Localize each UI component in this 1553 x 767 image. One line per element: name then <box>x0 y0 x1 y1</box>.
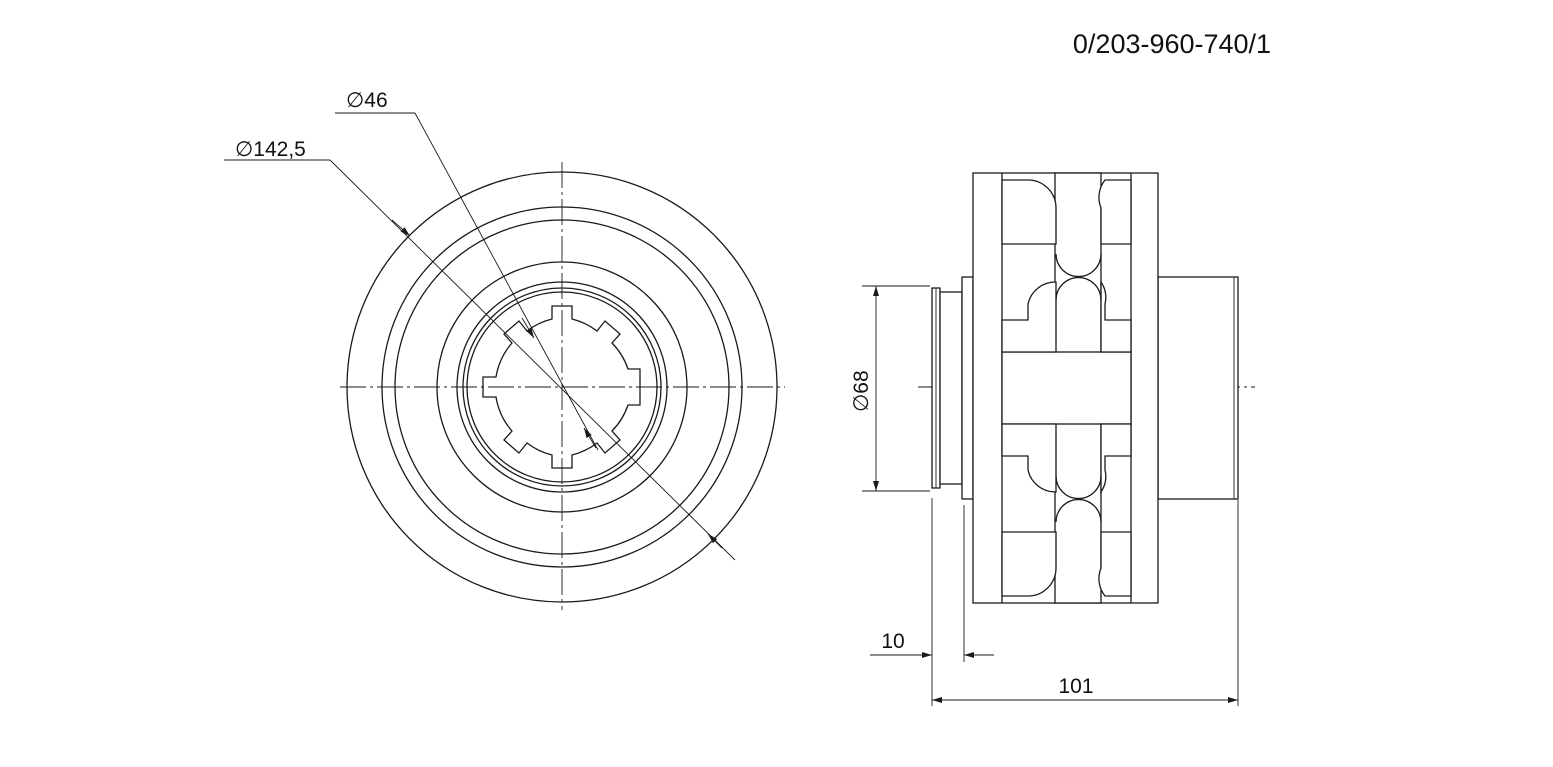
outer-diameter-value: 142,5 <box>253 138 306 161</box>
bore-diameter-dimension-line <box>414 112 599 451</box>
roller-pocket <box>1001 423 1057 493</box>
roller-pocket <box>1100 423 1132 495</box>
outer-rim-circle <box>346 171 778 603</box>
roller-pocket <box>1098 531 1132 597</box>
hub-inner-circle <box>466 291 658 483</box>
roller <box>1055 475 1102 500</box>
roller <box>1055 253 1102 278</box>
inner-shaft <box>1001 351 1132 425</box>
front-view: ∅142,5 ∅46 <box>224 89 785 610</box>
outer-diameter-arrow-bottom <box>707 533 723 549</box>
splined-bore <box>482 305 641 469</box>
roller-pocket <box>1001 179 1057 245</box>
roller-pocket <box>1098 179 1132 245</box>
diameter-symbol: ∅ <box>235 138 253 161</box>
roller-pocket <box>1001 531 1057 597</box>
hub-step-circle <box>436 261 688 513</box>
roller <box>1055 498 1102 523</box>
roller-pocket <box>1001 281 1057 353</box>
outer-diameter-dimension-line <box>329 159 736 561</box>
bore-diameter-arrow-bottom <box>583 427 597 449</box>
diameter-symbol: ∅ <box>850 394 873 412</box>
side-view: ∅68 10 101 <box>850 172 1255 706</box>
diameter-symbol: ∅ <box>346 89 364 112</box>
overall-length-label: 101 <box>1058 675 1093 698</box>
hub-chamfer-circle <box>462 287 662 487</box>
shoulder-ring <box>961 276 974 500</box>
rim-groove-circle <box>394 219 730 555</box>
outer-diameter-arrow-top <box>391 219 411 237</box>
bore-diameter-label: ∅46 <box>346 89 388 112</box>
roller <box>1055 276 1102 301</box>
roller-pocket <box>1100 279 1132 353</box>
bore-diameter-value: 46 <box>364 89 387 112</box>
right-hub <box>1157 276 1239 500</box>
outer-diameter-label: ∅142,5 <box>235 138 306 161</box>
offset-width-label: 10 <box>881 630 904 653</box>
shaft-end <box>939 291 963 485</box>
hub-outer-circle <box>456 281 668 493</box>
hub-diameter-label: ∅68 <box>850 370 873 412</box>
bore-diameter-arrow-top <box>521 317 535 339</box>
hub-diameter-value: 68 <box>850 370 873 393</box>
part-number: 0/203-960-740/1 <box>1073 29 1271 59</box>
rim-inner-circle <box>381 206 743 568</box>
